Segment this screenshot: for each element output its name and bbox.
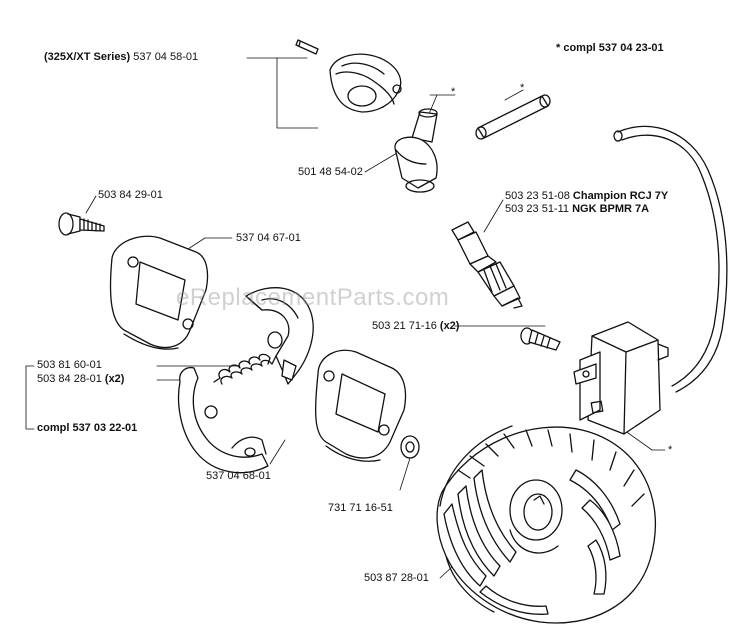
plug-cover-part: [330, 54, 401, 112]
tube-part: [476, 95, 550, 139]
label-plug-1-name: Champion RCJ 7Y: [572, 190, 669, 202]
washer-part: [401, 436, 419, 458]
screw-part: [59, 213, 104, 235]
label-coil-screw-qty: (x2): [439, 320, 460, 332]
label-coil-screw-number: 503 21 71-16: [372, 320, 437, 332]
label-spring-b-number: 503 84 28-01: [37, 373, 102, 385]
spark-plug-part: [452, 222, 522, 308]
label-cover-number: 537 04 58-01: [133, 51, 199, 63]
label-plug-1: 503 23 51-08 Champion RCJ 7Y: [505, 190, 668, 203]
label-coil-screw: 503 21 71-16 (x2): [372, 320, 459, 333]
label-boot-star: *: [451, 86, 456, 98]
label-cover-prefix: (325X/XT Series): [44, 51, 131, 63]
clutch-shoe-top-part: [246, 288, 313, 384]
label-coil-star: *: [668, 444, 673, 456]
label-washer: 731 71 16-51: [328, 502, 393, 514]
label-screw: 503 84 29-01: [98, 189, 163, 201]
ignition-lead-part: [614, 126, 727, 392]
ignition-boot-part: [395, 109, 437, 192]
label-spring-b-qty: (x2): [104, 373, 125, 385]
ignition-coil-part: [574, 322, 668, 434]
clutch-shoe-bottom-part: [179, 368, 268, 473]
label-plug-1-number: 503 23 51-08: [505, 190, 570, 202]
clutch-springs-part: [214, 354, 276, 384]
label-boot: 501 48 54-02: [298, 166, 363, 178]
label-plug-2: 503 23 51-11 NGK BPMR 7A: [505, 203, 649, 216]
label-cover: (325X/XT Series) 537 04 58-01: [44, 51, 198, 64]
label-flywheel: 503 87 28-01: [364, 572, 429, 584]
label-plug-2-number: 503 23 51-11: [505, 203, 570, 215]
label-plate-bottom: 537 04 68-01: [206, 470, 271, 482]
label-compl-note: * compl 537 04 23-01: [556, 42, 664, 54]
bottom-plate-part: [316, 350, 406, 461]
coil-screw-part: [521, 328, 560, 350]
label-tube-star: *: [520, 82, 525, 94]
label-clutch-compl: compl 537 03 22-01: [37, 422, 138, 434]
label-spring-b: 503 84 28-01 (x2): [37, 373, 124, 386]
pin-part: [296, 40, 318, 54]
label-plate-top: 537 04 67-01: [236, 232, 301, 244]
label-spring-a: 503 81 60-01: [37, 359, 102, 371]
watermark: eReplacementParts.com: [176, 284, 450, 311]
flywheel-part: [437, 426, 655, 623]
top-plate-part: [111, 236, 208, 349]
label-plug-2-name: NGK BPMR 7A: [572, 203, 650, 215]
